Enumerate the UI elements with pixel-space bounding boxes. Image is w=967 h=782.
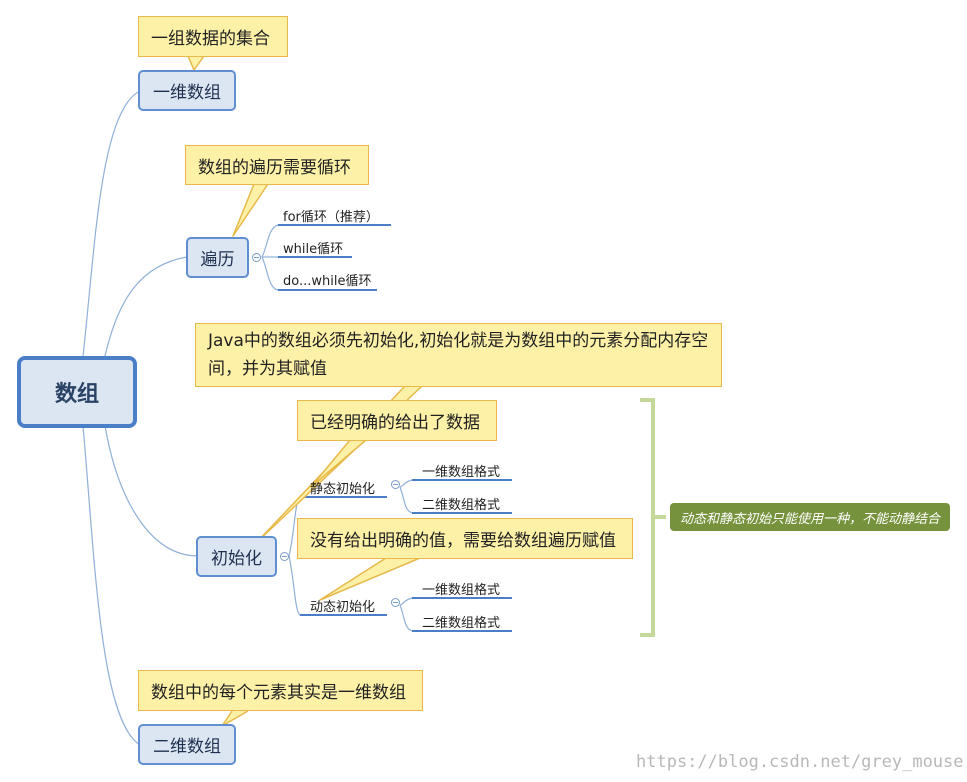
callout-one-dim: 一组数据的集合 (138, 16, 288, 57)
root-node[interactable]: 数组 (17, 356, 137, 428)
edge-root-two-dim (82, 425, 141, 746)
callout-text: 数组中的每个元素其实是一维数组 (151, 683, 406, 703)
collapse-toggle-icon[interactable] (280, 552, 289, 561)
leaf-dynamic-init[interactable]: 动态初始化 (310, 600, 376, 615)
leaf-while-loop[interactable]: while循环 (283, 242, 344, 257)
leaf-static-two-dim-format[interactable]: 二维数组格式 (422, 498, 501, 513)
leaf-static-one-dim-format[interactable]: 一维数组格式 (422, 465, 501, 480)
leaf-for-loop[interactable]: for循环（推荐） (283, 210, 379, 225)
node-traverse[interactable]: 遍历 (186, 237, 249, 278)
edge-root-init (104, 425, 198, 557)
node-one-dim[interactable]: 一维数组 (138, 70, 236, 111)
node-label: 遍历 (200, 250, 235, 270)
summary-note[interactable]: 动态和静态初始只能使用一种，不能动静结合 (670, 503, 950, 531)
callout-text: 一组数据的集合 (151, 29, 270, 49)
leaf-dynamic-one-dim-format[interactable]: 一维数组格式 (422, 583, 501, 598)
edge-root-one-dim (82, 90, 141, 357)
callout-text: 已经明确的给出了数据 (310, 413, 480, 433)
callout-pointer (310, 439, 367, 488)
node-two-dim[interactable]: 二维数组 (138, 724, 236, 765)
callout-dynamic-init: 没有给出明确的值，需要给数组遍历赋值 (297, 518, 633, 559)
summary-text: 动态和静态初始只能使用一种，不能动静结合 (679, 511, 940, 527)
callout-pointer (187, 55, 205, 71)
callout-text: 数组的遍历需要循环 (198, 157, 351, 178)
node-label: 二维数组 (153, 737, 221, 757)
callout-init: Java中的数组必须先初始化,初始化就是为数组中的元素分配内存空间，并为其赋值 (195, 323, 722, 387)
collapse-toggle-icon[interactable] (391, 480, 400, 489)
leaf-dynamic-two-dim-format[interactable]: 二维数组格式 (422, 616, 501, 631)
leaf-static-init[interactable]: 静态初始化 (310, 482, 376, 497)
node-label: 初始化 (211, 549, 262, 569)
callout-static-init: 已经明确的给出了数据 (297, 400, 497, 441)
node-init[interactable]: 初始化 (196, 536, 277, 577)
callout-traverse: 数组的遍历需要循环 (185, 145, 369, 185)
root-label: 数组 (54, 382, 99, 407)
watermark: https://blog.csdn.net/grey_mouse (636, 752, 964, 772)
callout-pointer (319, 557, 421, 601)
edge-root-traverse (104, 256, 188, 357)
summary-bracket (640, 398, 666, 637)
callout-two-dim: 数组中的每个元素其实是一维数组 (138, 670, 423, 711)
collapse-toggle-icon[interactable] (391, 598, 400, 607)
collapse-toggle-icon[interactable] (252, 253, 261, 262)
callout-pointer (232, 183, 269, 237)
callout-text: 没有给出明确的值，需要给数组遍历赋值 (310, 531, 616, 551)
node-label: 一维数组 (153, 83, 221, 103)
leaf-do-while-loop[interactable]: do...while循环 (283, 274, 372, 289)
callout-text: Java中的数组必须先初始化,初始化就是为数组中的元素分配内存空间，并为其赋值 (208, 331, 709, 379)
